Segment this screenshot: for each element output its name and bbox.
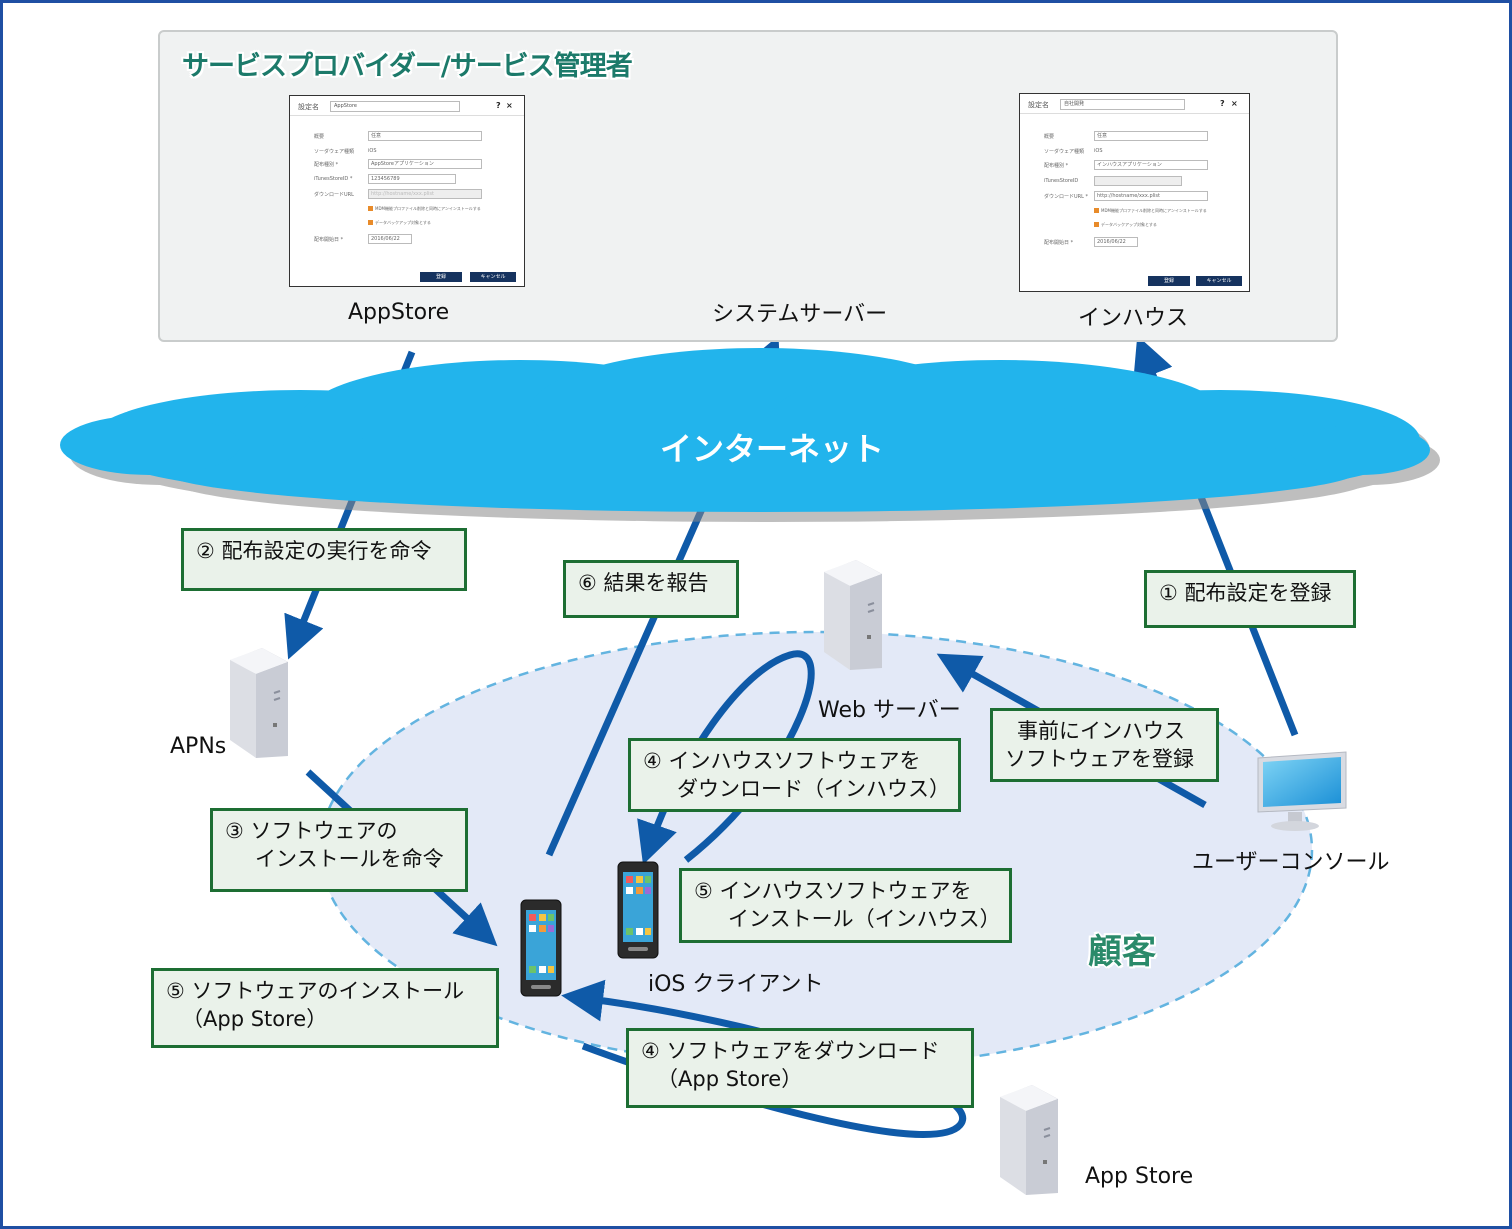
software-type-label: ソーダウェア種類 — [1044, 149, 1085, 155]
step-6-box: ⑥ 結果を報告 — [563, 560, 739, 618]
step-5-inhouse-line1: ⑤ インハウスソフトウェアを — [694, 879, 972, 903]
step-6-text: ⑥ 結果を報告 — [578, 571, 709, 595]
step-2-text: ② 配布設定の実行を命令 — [196, 539, 432, 563]
uninstall-checkbox-label: MDM機能プロファイル削除と同時にアンインストールする — [1101, 208, 1207, 213]
cancel-button[interactable]: キャンセル — [470, 272, 516, 282]
web-server-label: Web サーバー — [818, 698, 961, 723]
step-5-appstore-line2: （App Store） — [182, 1007, 328, 1031]
software-type-label: ソーダウェア種類 — [314, 149, 355, 155]
dialog-header-label: 設定名 — [298, 103, 319, 111]
step-3-box: ③ ソフトウェアの インストールを命令 — [210, 808, 468, 892]
system-server-caption: システムサーバー — [712, 302, 888, 327]
ios-phone-icon-appstore — [520, 899, 562, 997]
itunes-id-input[interactable]: 123456789 — [368, 174, 456, 184]
step-3-line1: ③ ソフトウェアの — [225, 819, 398, 843]
backup-checkbox[interactable] — [1094, 222, 1099, 227]
software-type-value: iOS — [368, 148, 377, 154]
step-4-inhouse-line1: ④ インハウスソフトウェアを — [643, 749, 921, 773]
apns-label: APNs — [170, 734, 227, 759]
internet-cloud — [60, 348, 1440, 522]
step-4-inhouse-box: ④ インハウスソフトウェアを ダウンロード（インハウス） — [628, 738, 961, 812]
dialog-divider — [1020, 113, 1249, 114]
dialog-header-label: 設定名 — [1028, 101, 1049, 109]
start-date-input[interactable]: 2016/06/22 — [1094, 237, 1138, 247]
download-url-label: ダウンロードURL — [314, 192, 354, 198]
overview-input[interactable]: 任意 — [1094, 131, 1208, 141]
ios-phone-icon-inhouse — [617, 861, 659, 959]
app-store-label: App Store — [1085, 1164, 1194, 1189]
appstore-caption: AppStore — [348, 300, 450, 325]
step-5-appstore-box: ⑤ ソフトウェアのインストール （App Store） — [151, 968, 499, 1048]
overview-label: 概要 — [314, 134, 325, 140]
download-url-input[interactable]: http://hostname/xxx.plist — [1094, 191, 1208, 201]
backup-checkbox[interactable] — [368, 220, 373, 225]
user-console-label: ユーザーコンソール — [1192, 850, 1390, 875]
step-1-text: ① 配布設定を登録 — [1159, 581, 1332, 605]
help-icon[interactable]: ? — [1220, 99, 1225, 108]
pre-register-line1: 事前にインハウス — [1017, 719, 1185, 743]
distribution-type-select[interactable]: インハウスアプリケーション — [1094, 160, 1208, 170]
monitor-icon — [1257, 751, 1347, 831]
step-4-appstore-line2: （App Store） — [657, 1067, 803, 1091]
uninstall-checkbox[interactable] — [368, 206, 373, 211]
close-icon[interactable]: × — [506, 101, 513, 110]
provider-title: サービスプロバイダー/サービス管理者 — [182, 51, 633, 82]
pre-register-box: 事前にインハウス ソフトウェアを登録 — [990, 708, 1219, 782]
overview-input[interactable]: 任意 — [368, 131, 482, 141]
step-2-box: ② 配布設定の実行を命令 — [181, 528, 467, 591]
distribution-type-label: 配布種別 * — [1044, 163, 1069, 169]
software-type-value: iOS — [1094, 148, 1103, 154]
customer-label: 顧客 — [1088, 932, 1156, 972]
inhouse-caption: インハウス — [1078, 306, 1189, 331]
step-1-box: ① 配布設定を登録 — [1144, 570, 1356, 628]
ios-client-label: iOS クライアント — [648, 972, 824, 997]
internet-label: インターネット — [660, 430, 885, 468]
apns-server-icon — [229, 647, 289, 759]
web-server-icon — [823, 559, 883, 671]
step-3-line2: インストールを命令 — [255, 847, 444, 871]
pre-register-line2: ソフトウェアを登録 — [1005, 747, 1194, 771]
start-date-label: 配布開始日 * — [314, 237, 344, 243]
itunes-id-input[interactable] — [1094, 176, 1182, 186]
step-4-appstore-line1: ④ ソフトウェアをダウンロード — [641, 1039, 940, 1063]
itunes-id-label: iTunesStoreID * — [314, 176, 353, 182]
appstore-settings-dialog: 設定名 AppStore ? × 概要 任意 ソーダウェア種類 iOS 配布種別… — [289, 95, 525, 287]
distribution-type-select[interactable]: AppStoreアプリケーション — [368, 159, 482, 169]
appstore-server-icon — [999, 1084, 1059, 1196]
download-url-label: ダウンロードURL * — [1044, 194, 1089, 200]
step-5-inhouse-line2: インストール（インハウス） — [728, 907, 1001, 931]
start-date-label: 配布開始日 * — [1044, 240, 1074, 246]
distribution-type-label: 配布種別 * — [314, 162, 339, 168]
register-button[interactable]: 登録 — [1148, 276, 1190, 286]
step-4-appstore-box: ④ ソフトウェアをダウンロード （App Store） — [626, 1028, 974, 1108]
step-5-inhouse-box: ⑤ インハウスソフトウェアを インストール（インハウス） — [679, 868, 1012, 943]
cancel-button[interactable]: キャンセル — [1196, 276, 1242, 286]
inhouse-settings-dialog: 設定名 自社開発 ? × 概要 任意 ソーダウェア種類 iOS 配布種別 * イ… — [1019, 93, 1250, 292]
backup-checkbox-label: データバックアップ対象とする — [1101, 222, 1157, 227]
register-button[interactable]: 登録 — [420, 272, 462, 282]
dialog-divider — [290, 115, 524, 116]
itunes-id-label: iTunesStoreID — [1044, 178, 1079, 184]
start-date-input[interactable]: 2016/06/22 — [368, 234, 412, 244]
setting-name-input[interactable]: AppStore — [330, 101, 460, 112]
backup-checkbox-label: データバックアップ対象とする — [375, 220, 431, 225]
close-icon[interactable]: × — [1231, 99, 1238, 108]
overview-label: 概要 — [1044, 134, 1055, 140]
setting-name-input[interactable]: 自社開発 — [1060, 99, 1185, 110]
uninstall-checkbox[interactable] — [1094, 208, 1099, 213]
step-5-appstore-line1: ⑤ ソフトウェアのインストール — [166, 979, 465, 1003]
help-icon[interactable]: ? — [496, 101, 501, 110]
step-4-inhouse-line2: ダウンロード（インハウス） — [677, 777, 950, 801]
download-url-input[interactable]: http://hostname/xxx.plist — [368, 189, 482, 199]
uninstall-checkbox-label: MDM機能プロファイル削除と同時にアンインストールする — [375, 206, 481, 211]
